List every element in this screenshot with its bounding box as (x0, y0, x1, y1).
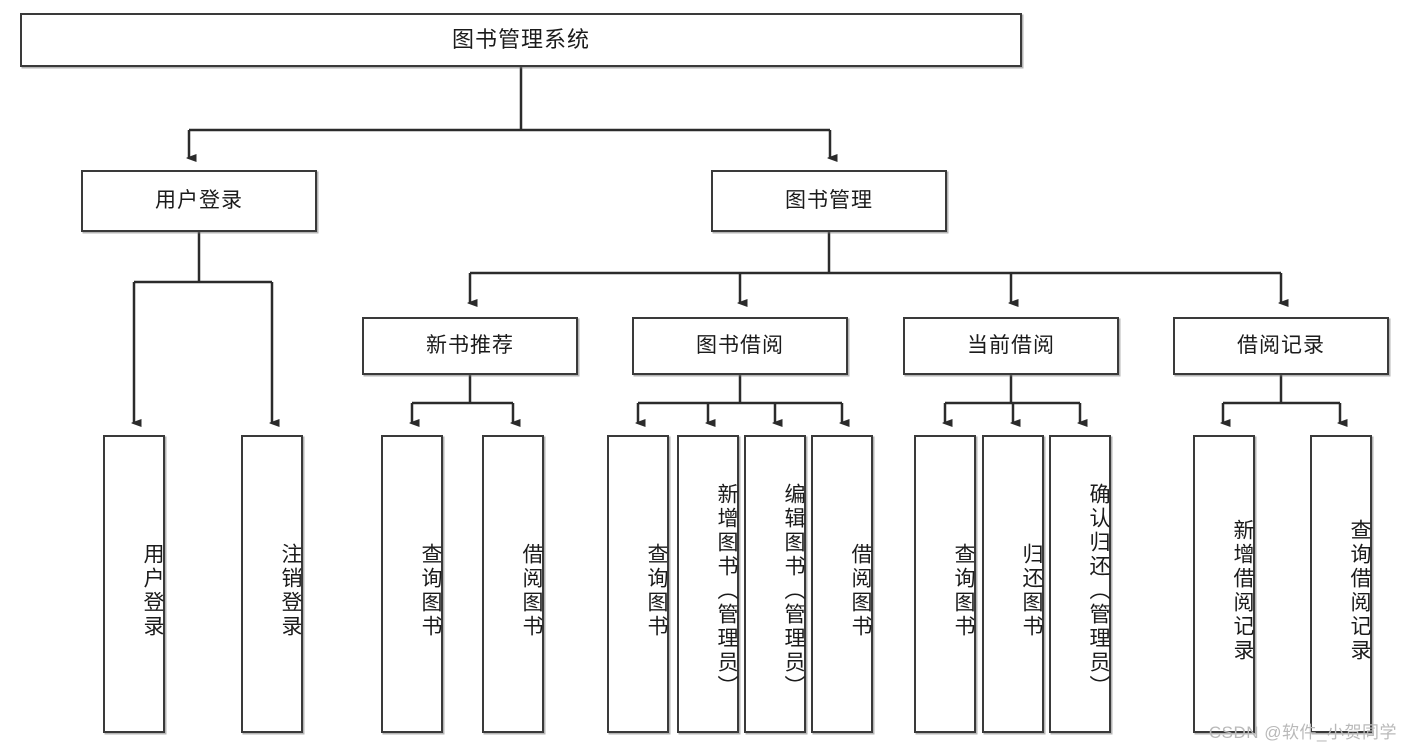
leaf-label: 查询图书 (419, 543, 442, 639)
leaf-label: 新增图书（管理员） (715, 483, 738, 699)
node-book-manage[interactable]: 图书管理 (711, 170, 947, 232)
node-leaf-edit-book[interactable]: 编辑图书（管理员） (744, 435, 806, 733)
leaf-label: 查询借阅记录 (1348, 519, 1371, 663)
leaf-label: 用户登录 (141, 543, 164, 639)
node-current-borrow[interactable]: 当前借阅 (903, 317, 1119, 375)
leaf-label: 新增借阅记录 (1231, 519, 1254, 663)
watermark-text: CSDN @软件_小贺同学 (1208, 723, 1397, 742)
node-leaf-query-book-1[interactable]: 查询图书 (381, 435, 443, 733)
node-leaf-borrow-book-2[interactable]: 借阅图书 (811, 435, 873, 733)
node-new-book-recommend[interactable]: 新书推荐 (362, 317, 578, 375)
node-user-login[interactable]: 用户登录 (81, 170, 317, 232)
node-book-borrow[interactable]: 图书借阅 (632, 317, 848, 375)
node-leaf-add-book[interactable]: 新增图书（管理员） (677, 435, 739, 733)
node-leaf-borrow-book-1[interactable]: 借阅图书 (482, 435, 544, 733)
leaf-label: 查询图书 (952, 543, 975, 639)
leaf-label: 查询图书 (645, 543, 668, 639)
node-leaf-logout[interactable]: 注销登录 (241, 435, 303, 733)
node-leaf-user-login[interactable]: 用户登录 (103, 435, 165, 733)
leaf-label: 借阅图书 (849, 543, 872, 639)
node-leaf-return-book[interactable]: 归还图书 (982, 435, 1044, 733)
leaf-label: 确认归还（管理员） (1087, 483, 1110, 699)
leaf-label: 归还图书 (1020, 543, 1043, 639)
node-leaf-query-book-3[interactable]: 查询图书 (914, 435, 976, 733)
node-root-system[interactable]: 图书管理系统 (20, 13, 1022, 67)
leaf-label: 注销登录 (279, 543, 302, 639)
node-leaf-query-record[interactable]: 查询借阅记录 (1310, 435, 1372, 733)
node-leaf-query-book-2[interactable]: 查询图书 (607, 435, 669, 733)
node-leaf-add-record[interactable]: 新增借阅记录 (1193, 435, 1255, 733)
node-borrow-record[interactable]: 借阅记录 (1173, 317, 1389, 375)
node-leaf-confirm-return[interactable]: 确认归还（管理员） (1049, 435, 1111, 733)
leaf-label: 借阅图书 (520, 543, 543, 639)
leaf-label: 编辑图书（管理员） (782, 483, 805, 699)
